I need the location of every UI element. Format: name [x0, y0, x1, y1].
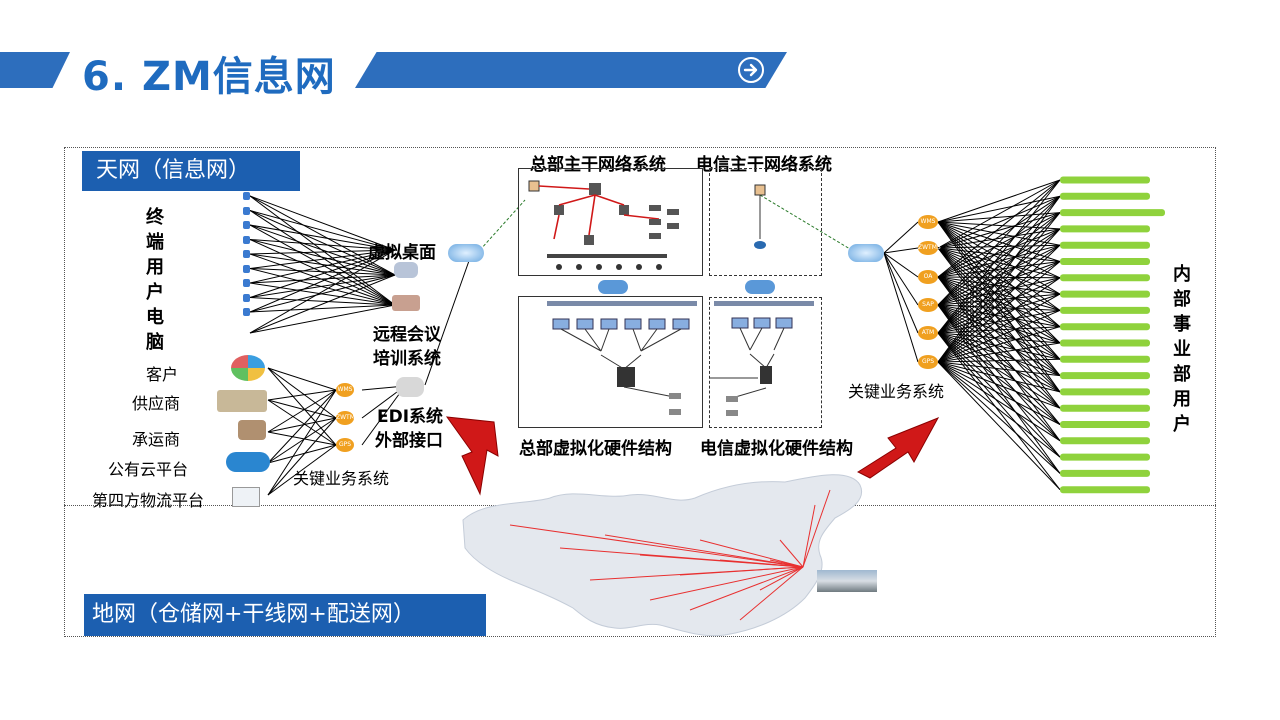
left-node-gps[interactable]: GPS: [336, 438, 354, 452]
terminal-label-char: 户: [146, 282, 164, 303]
internal-user-label: 内部事业部用户: [1172, 262, 1192, 437]
internal-label-char: 用: [1173, 389, 1191, 410]
external-4pl-platform: 第四方物流平台: [92, 491, 205, 510]
remote-meeting-label-2: 培训系统: [373, 349, 441, 369]
internal-user-bar: [1060, 290, 1150, 298]
terminal-label-char: 脑: [146, 332, 164, 353]
sky-net-label: 天网（信息网）: [82, 151, 300, 191]
internal-user-bar: [1060, 339, 1150, 347]
internal-user-bar: [1060, 469, 1150, 477]
external-carrier: 承运商: [132, 430, 181, 449]
hq-backbone-box: [518, 168, 703, 276]
internal-label-char: 业: [1173, 339, 1191, 360]
computer-icon: [243, 221, 250, 229]
header-banner: [355, 52, 787, 88]
telecom-virtual-hw-box: [700, 297, 822, 428]
hq-virtual-hw-label: 总部虚拟化硬件结构: [519, 439, 672, 459]
right-node-oa[interactable]: OA: [918, 270, 938, 284]
internal-user-bar: [1060, 437, 1150, 445]
computer-icon: [243, 250, 250, 258]
right-node-atm[interactable]: ATM: [918, 326, 938, 340]
telecom-virtual-hw-label: 电信虚拟化硬件结构: [700, 439, 853, 459]
right-node-wms[interactable]: WMS: [918, 215, 938, 229]
right-node-sap[interactable]: SAP: [918, 298, 938, 312]
left-node-zwtms[interactable]: ZWTMS: [336, 411, 359, 425]
internal-user-bar: [1060, 323, 1150, 331]
computer-icon: [243, 192, 250, 200]
customer-icon: [231, 355, 265, 381]
internal-user-bar: [1060, 486, 1150, 494]
computer-icon: [243, 206, 250, 215]
internal-user-bar: [1060, 241, 1150, 249]
people-icon: [396, 377, 424, 397]
edi-label-1: EDI系统: [377, 407, 444, 427]
cloud-icon: [448, 244, 484, 262]
meeting-icon: [392, 295, 420, 311]
right-node-gps[interactable]: GPS: [918, 355, 938, 369]
terminal-label-char: 电: [146, 307, 164, 328]
supplier-icon: [217, 390, 267, 412]
telecom-backbone-label: 电信主干网络系统: [696, 155, 832, 175]
internal-user-bar: [1060, 388, 1150, 396]
computer-icon: [243, 308, 250, 316]
telecom-switch-icon: [745, 280, 775, 294]
computer-icon: [243, 235, 250, 244]
page-title: 6. ZM信息网: [82, 54, 336, 100]
platform-icon: [232, 487, 260, 507]
terminal-user-label: 终端用户电脑: [145, 205, 165, 355]
internal-user-bar: [1060, 225, 1150, 233]
virtual-desktop-label: 虚拟桌面: [368, 243, 436, 263]
internal-label-char: 部: [1173, 364, 1191, 385]
internal-user-bar: [1060, 372, 1150, 380]
internal-label-char: 户: [1173, 414, 1191, 435]
diagram-frame: [64, 147, 1216, 637]
carrier-icon: [238, 420, 266, 440]
left-key-systems-label: 关键业务系统: [293, 469, 390, 488]
computer-icon: [243, 293, 250, 302]
hq-virtual-hw-box: [518, 296, 703, 428]
internal-user-bar: [1060, 355, 1150, 363]
handshake-icon: [394, 262, 418, 278]
computer-icon: [243, 264, 250, 273]
terminal-label-char: 用: [146, 257, 164, 278]
terminal-label-char: 终: [146, 207, 164, 228]
red-arrow-left: [445, 416, 499, 496]
internal-user-bar: [1060, 421, 1150, 428]
cloud-icon: [848, 244, 884, 262]
ground-net-label: 地网（仓储网+干线网+配送网）: [84, 594, 486, 636]
internal-user-bar: [1060, 306, 1150, 314]
computer-icon: [243, 279, 250, 287]
internal-label-char: 事: [1173, 314, 1191, 335]
red-arrow-right: [856, 417, 940, 479]
internal-user-bar: [1060, 209, 1165, 217]
external-public-cloud: 公有云平台: [108, 460, 189, 479]
internal-user-bar: [1060, 404, 1150, 412]
internal-user-bar: [1060, 192, 1150, 200]
internal-user-bar: [1060, 258, 1150, 265]
terminal-icons: [240, 188, 254, 338]
external-supplier: 供应商: [132, 394, 181, 413]
internal-user-bar: [1060, 453, 1150, 461]
internal-label-char: 内: [1173, 264, 1191, 285]
left-node-wms[interactable]: WMS: [336, 383, 354, 397]
arrow-right-circle-icon[interactable]: [737, 56, 765, 84]
external-customer: 客户: [146, 365, 179, 384]
cloud-icon: [226, 452, 270, 472]
remote-meeting-label-1: 远程会议: [373, 325, 441, 345]
hq-backbone-label: 总部主干网络系统: [530, 155, 666, 175]
internal-label-char: 部: [1173, 289, 1191, 310]
edi-label-2: 外部接口: [375, 431, 443, 451]
telecom-backbone-box: [709, 168, 822, 276]
hq-switch-icon: [598, 280, 628, 294]
terminal-label-char: 端: [146, 232, 164, 253]
right-key-systems-label: 关键业务系统: [848, 382, 945, 401]
right-node-zwtms[interactable]: ZWTMS: [918, 241, 941, 255]
truck-photo: [817, 570, 877, 592]
internal-user-bar: [1060, 176, 1150, 184]
internal-user-bar: [1060, 274, 1150, 282]
china-map: [462, 474, 863, 637]
